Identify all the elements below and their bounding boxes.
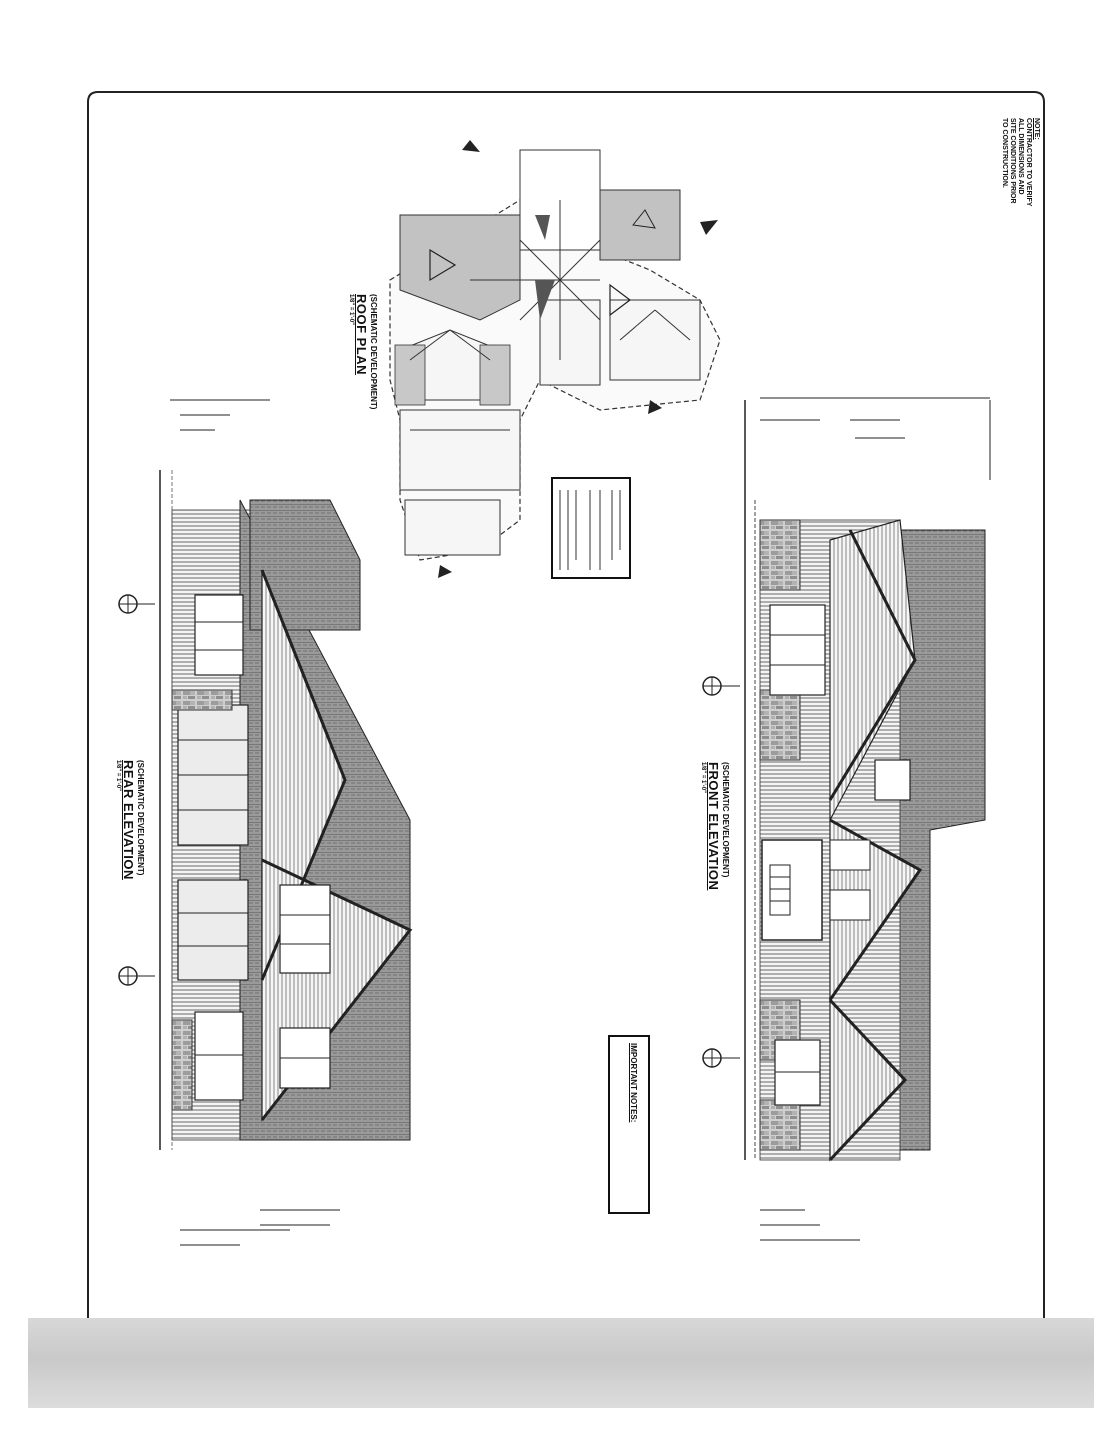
important-notes-box: IMPORTANT NOTES: [608, 1035, 650, 1214]
rear-elevation-title-block: (SCHEMATIC DEVELOPMENT) REAR ELEVATION 1… [115, 760, 145, 880]
front-elevation-drawing [702, 397, 991, 1241]
front-elevation-title-block: (SCHEMATIC DEVELOPMENT) FRONT ELEVATION … [700, 762, 730, 890]
roof-legend-box [551, 477, 631, 579]
sheet-note-line: CONTRACTOR TO VERIFY [1025, 118, 1032, 207]
roof-plan-title: ROOF PLAN [354, 294, 369, 376]
sheet-note-line: ALL DIMENSIONS AND [1017, 118, 1024, 195]
roof-legend-lines [559, 490, 621, 570]
sheet-border [87, 91, 1045, 1318]
sheet-note: NOTE: CONTRACTOR TO VERIFY ALL DIMENSION… [1000, 118, 1040, 206]
rear-elevation-title: REAR ELEVATION [121, 760, 136, 880]
sheet-note-line: SITE CONDITIONS PRIOR [1009, 118, 1016, 204]
important-notes-heading: IMPORTANT NOTES: [629, 1043, 638, 1123]
sheet-note-line: TO CONSTRUCTION. [1001, 118, 1008, 188]
front-elevation-subtitle: (SCHEMATIC DEVELOPMENT) [721, 762, 730, 878]
rear-elevation-drawing [118, 399, 413, 1246]
sheet-note-heading: NOTE: [1033, 118, 1040, 140]
rear-elevation-subtitle: (SCHEMATIC DEVELOPMENT) [136, 760, 145, 876]
roof-plan-subtitle: (SCHEMATIC DEVELOPMENT) [369, 294, 378, 410]
roof-plan-title-block: (SCHEMATIC DEVELOPMENT) ROOF PLAN 1/8" =… [348, 294, 378, 409]
roof-plan-drawing [389, 140, 721, 578]
front-elevation-title: FRONT ELEVATION [706, 762, 721, 891]
scan-shadow-band [28, 1318, 1094, 1408]
